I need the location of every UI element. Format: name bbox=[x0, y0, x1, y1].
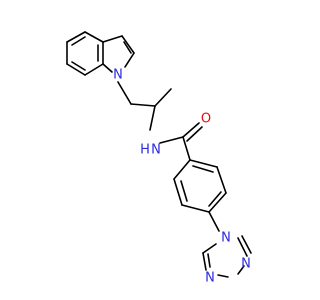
double-bond-inner bbox=[208, 191, 222, 207]
bond bbox=[130, 103, 156, 107]
bond bbox=[159, 136, 184, 144]
bond bbox=[102, 35, 123, 43]
carbonyl-double-bond bbox=[186, 126, 203, 142]
bond bbox=[117, 81, 132, 105]
bond bbox=[237, 265, 245, 275]
bond bbox=[217, 274, 229, 278]
double-bond-inner bbox=[180, 180, 188, 202]
bond bbox=[121, 35, 135, 54]
bond bbox=[189, 159, 218, 168]
indole-nitrogen-label: N bbox=[113, 68, 123, 83]
bond bbox=[173, 178, 183, 206]
bond bbox=[84, 31, 104, 43]
bond bbox=[202, 252, 207, 271]
bond bbox=[216, 166, 227, 194]
indole-benzene-ring bbox=[66, 31, 104, 76]
double-bond-inner bbox=[71, 36, 86, 46]
carbonyl-bond bbox=[182, 122, 200, 138]
bond bbox=[66, 31, 86, 43]
amide-group bbox=[159, 122, 203, 161]
indole-pyrrole-ring bbox=[102, 35, 135, 73]
triazole-nitrogen-1-label: N bbox=[221, 231, 231, 246]
triazole-ring bbox=[202, 235, 252, 278]
triazole-nitrogen-4-label: N bbox=[241, 257, 251, 272]
double-bond-inner bbox=[241, 235, 252, 254]
double-bond-inner bbox=[192, 165, 214, 173]
bond bbox=[124, 52, 135, 68]
bond bbox=[149, 105, 156, 131]
bond bbox=[182, 136, 191, 161]
double-bond-inner bbox=[207, 253, 211, 268]
bond bbox=[84, 63, 104, 76]
amide-nitrogen-label: N bbox=[151, 143, 161, 158]
double-bond-inner bbox=[71, 61, 86, 71]
alkyl-chain bbox=[117, 81, 172, 131]
amide-hydrogen-label: H bbox=[140, 143, 150, 158]
bond bbox=[208, 192, 227, 213]
double-bond-inner bbox=[123, 41, 132, 54]
bond bbox=[208, 211, 220, 232]
bond bbox=[66, 63, 86, 76]
bond bbox=[173, 159, 191, 180]
bond bbox=[181, 204, 210, 213]
triazole-nitrogen-3-label: N bbox=[205, 271, 215, 286]
bond bbox=[102, 63, 113, 73]
bond bbox=[202, 243, 217, 254]
benzene-ring bbox=[173, 159, 227, 213]
carbonyl-oxygen-label: O bbox=[201, 112, 211, 127]
bond bbox=[237, 237, 248, 257]
molecule-structure: N N H O N N N bbox=[66, 31, 252, 286]
methyl-bond bbox=[154, 88, 172, 107]
